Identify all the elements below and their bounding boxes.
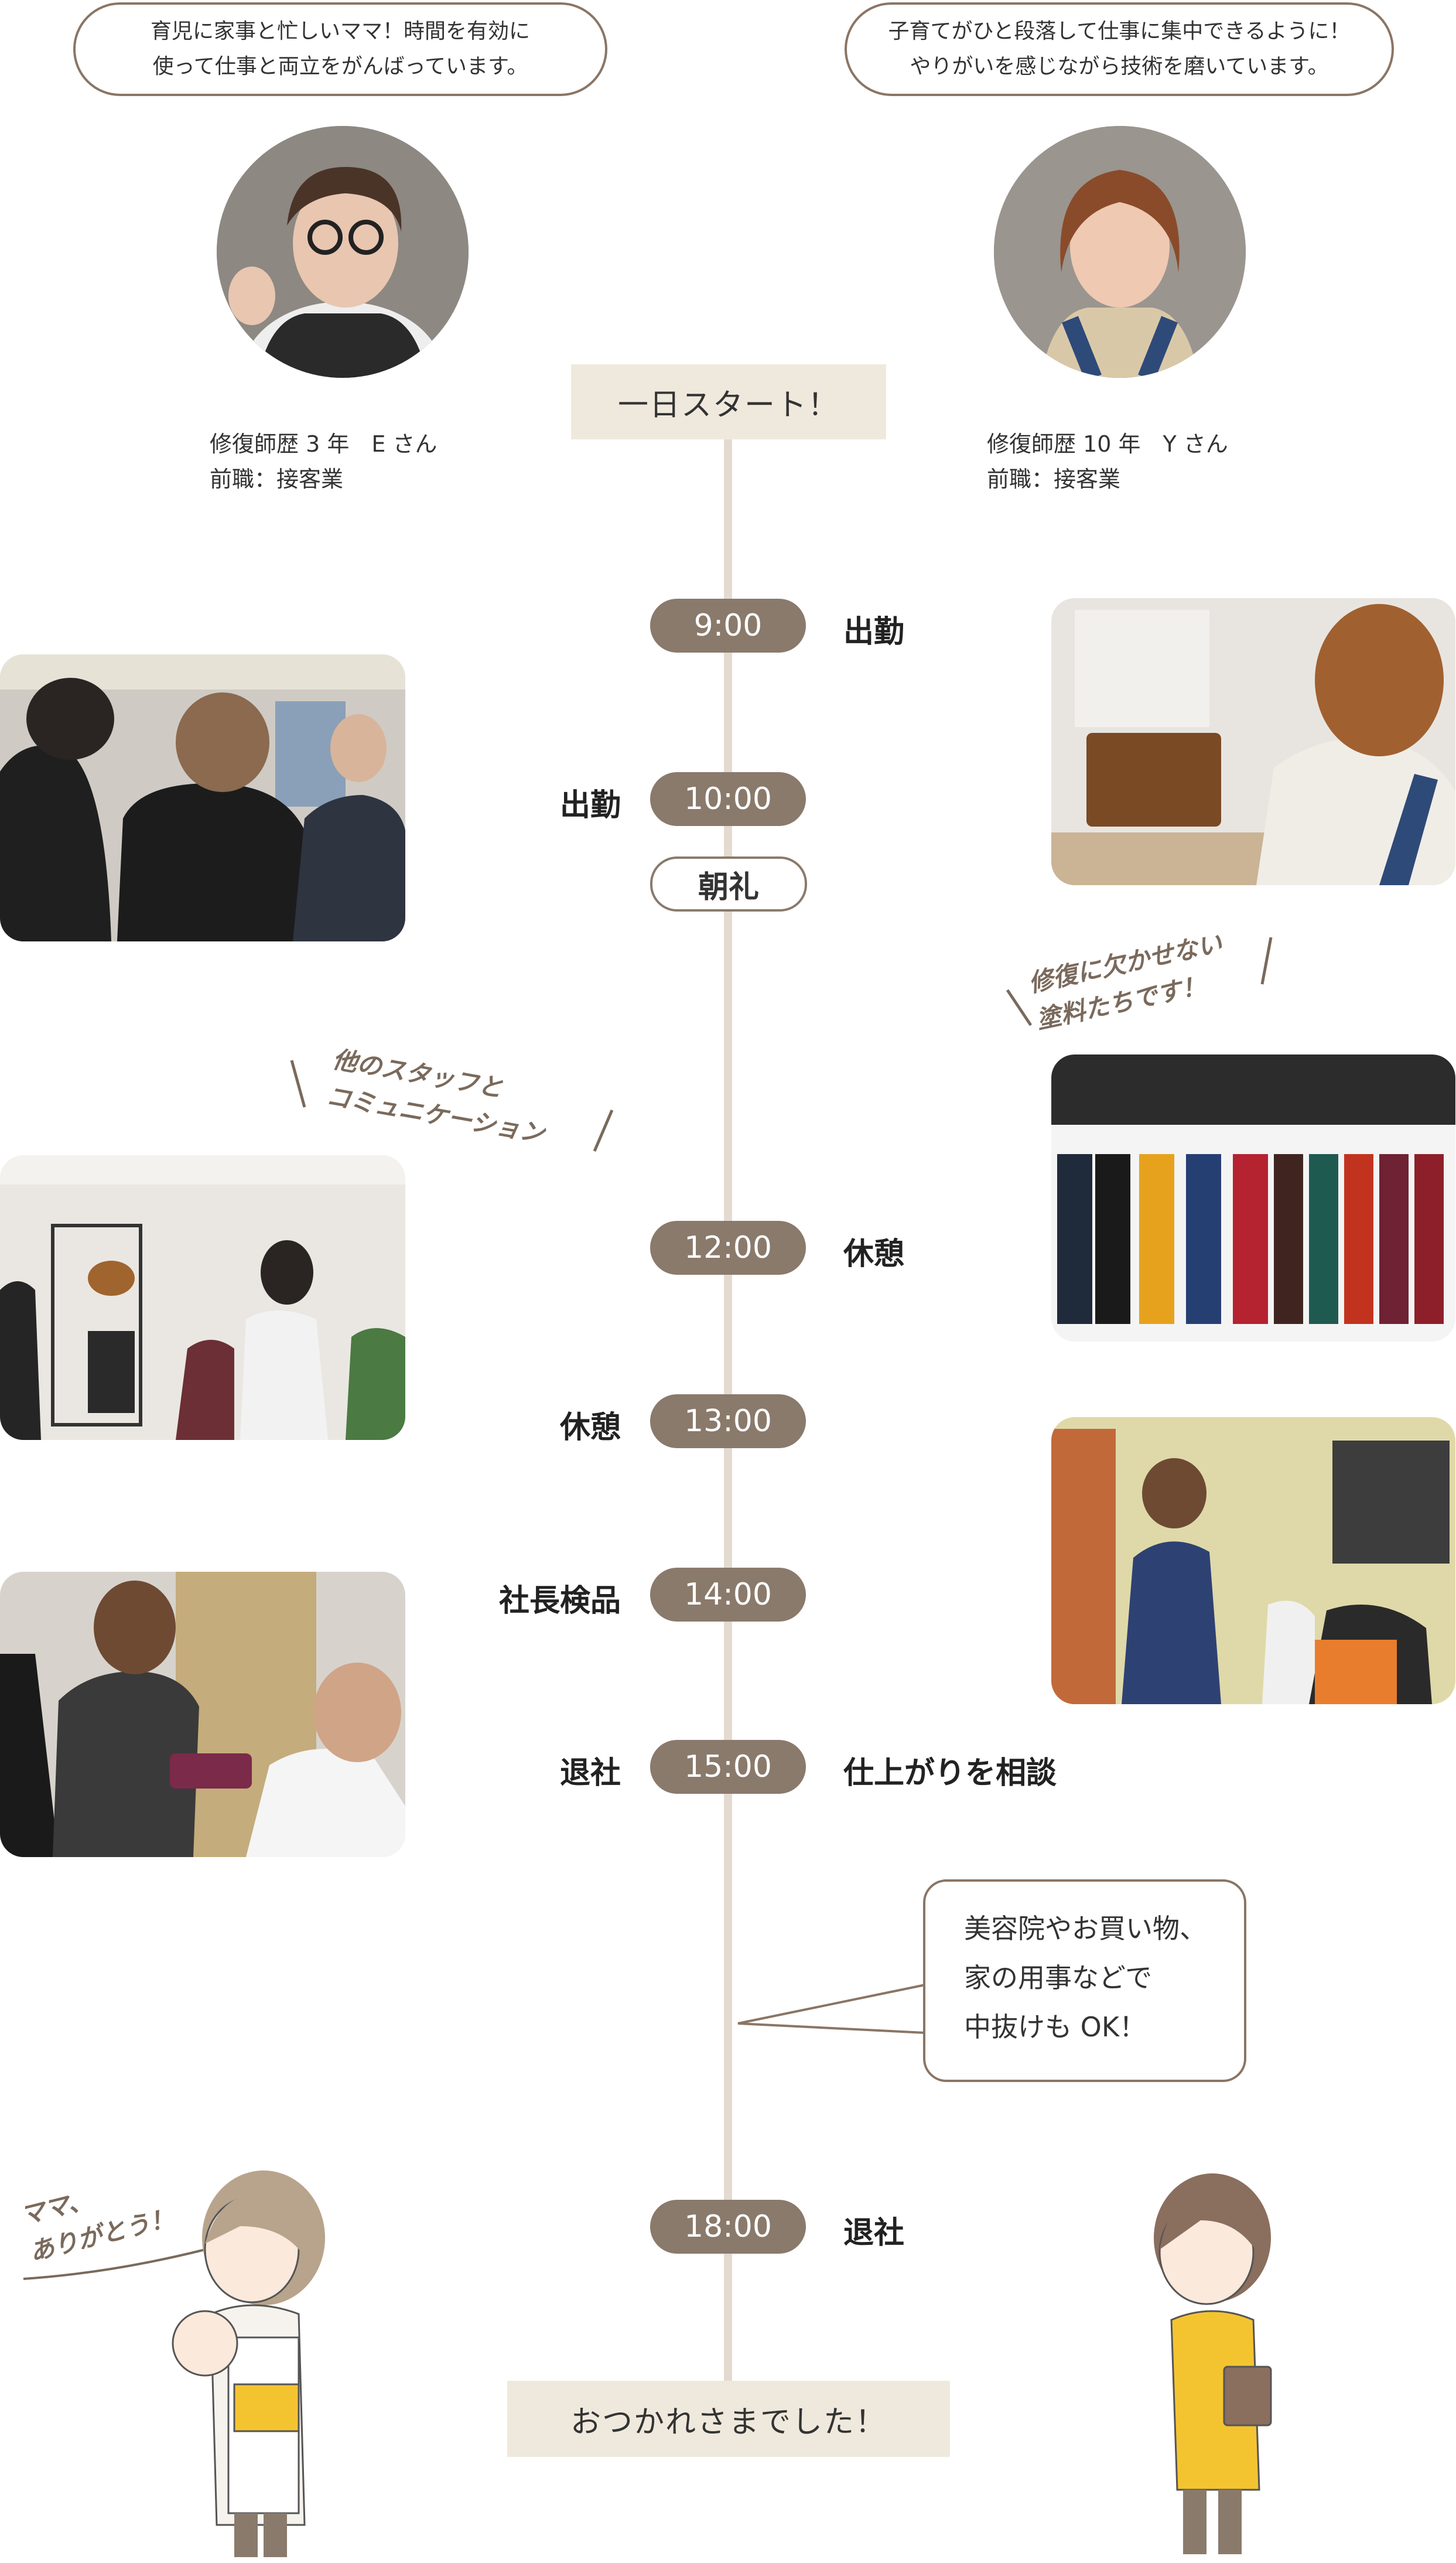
photo-repair-work	[1051, 598, 1455, 885]
event-1400-e-san: 社長検品	[498, 1583, 621, 1619]
event-0900-y-san: 出勤	[843, 615, 905, 650]
time-1300: 13:00	[650, 1394, 806, 1448]
time-1500: 15:00	[650, 1740, 806, 1794]
photo-president-inspection	[0, 1572, 405, 1857]
speech-bubble-break-ok: 美容院やお買い物、 家の用事などで 中抜けも OK！	[923, 1879, 1246, 2082]
time-1000: 10:00	[650, 772, 806, 826]
right-intro-line-1: 子育てがひと段落して仕事に集中できるように！	[888, 19, 1351, 43]
left-intro-line-2: 使って仕事と両立をがんばっています。	[152, 54, 528, 79]
event-1300-e-san: 休憩	[559, 1410, 621, 1445]
profile-y-san-career: 修復師歴 10 年 Y さん	[987, 431, 1228, 457]
event-1000-e-san: 出勤	[559, 788, 621, 823]
time-0900: 9:00	[650, 599, 806, 653]
woman-with-bag-illustration	[1154, 2173, 1272, 2554]
speech-tail	[737, 1984, 926, 2034]
caption-paints-marks	[1006, 937, 1273, 1026]
caption-mama-swoosh	[23, 2248, 206, 2280]
speech-line-3: 中抜けも OK！	[964, 2011, 1146, 2043]
event-1500-y-san: 仕上がりを相談	[843, 1756, 1057, 1791]
caption-staff-marks	[290, 1060, 614, 1152]
left-intro-bubble: 育児に家事と忙しいママ！時間を有効に 使って仕事と両立をがんばっています。	[73, 2, 607, 96]
photo-finish-consultation	[1051, 1417, 1455, 1704]
left-intro-line-1: 育児に家事と忙しいママ！時間を有効に	[150, 19, 530, 43]
avatar-y-san	[994, 126, 1246, 378]
profile-y-san-previous-job: 前職：接客業	[987, 466, 1121, 492]
time-1400: 14:00	[650, 1568, 806, 1622]
event-1500-e-san: 退社	[559, 1756, 621, 1791]
speech-line-2: 家の用事などで	[964, 1962, 1153, 1994]
day-end-label: おつかれさまでした！	[507, 2381, 950, 2457]
speech-line-1: 美容院やお買い物、	[964, 1913, 1207, 1944]
time-1800: 18:00	[650, 2200, 806, 2254]
profile-y-san: 修復師歴 10 年 Y さん 前職：接客業	[987, 426, 1228, 497]
time-1200: 12:00	[650, 1221, 806, 1275]
profile-e-san: 修復師歴 3 年 E さん 前職：接客業	[210, 426, 437, 497]
photo-staff-communication	[0, 1155, 405, 1440]
event-1200-y-san: 休憩	[843, 1237, 905, 1272]
morning-meeting-pill: 朝礼	[650, 856, 807, 912]
event-1800-y-san: 退社	[843, 2216, 905, 2251]
photo-morning-meeting	[0, 654, 405, 941]
day-start-label: 一日スタート！	[571, 364, 886, 439]
avatar-e-san	[217, 126, 469, 378]
profile-e-san-previous-job: 前職：接客業	[210, 466, 344, 492]
photo-paint-bottles	[1051, 1054, 1455, 1342]
right-intro-line-2: やりがいを感じながら技術を磨いています。	[910, 54, 1329, 79]
right-intro-bubble: 子育てがひと段落して仕事に集中できるように！ やりがいを感じながら技術を磨いてい…	[845, 2, 1394, 96]
profile-e-san-career: 修復師歴 3 年 E さん	[210, 431, 438, 457]
mother-with-baby-illustration	[172, 2170, 325, 2557]
